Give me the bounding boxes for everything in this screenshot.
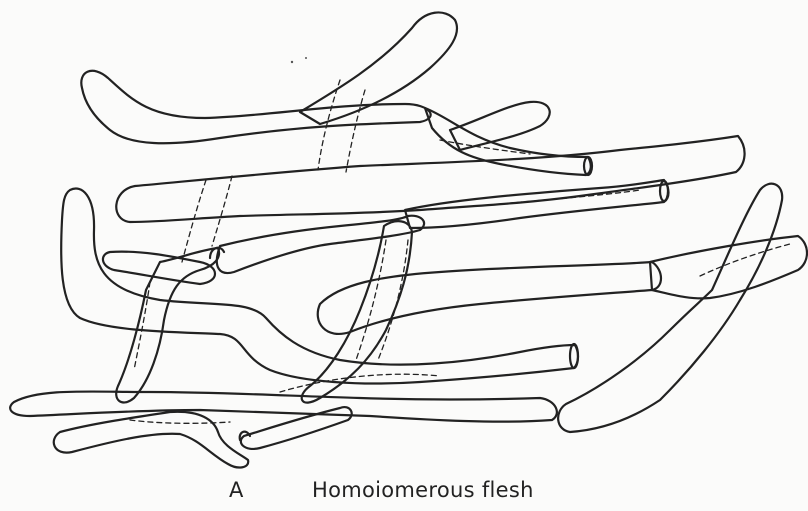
hypha-hidden-segment [346, 90, 365, 172]
hypha [650, 236, 807, 298]
hypha-cut-end [570, 344, 578, 368]
hyphae-illustration [0, 0, 808, 475]
hypha-hidden-segment [212, 176, 232, 246]
hypha [116, 248, 219, 402]
hypha-hidden-segment [356, 240, 386, 360]
hypha [318, 262, 661, 334]
hypha-hidden-segment [182, 180, 206, 262]
caption-text: Homoiomerous flesh [312, 478, 534, 502]
panel-label: A [229, 478, 243, 502]
ink-speck [291, 61, 293, 63]
hypha-hidden-segment [130, 420, 230, 423]
ink-speck [305, 57, 307, 59]
hypha [103, 252, 215, 284]
hypha [81, 71, 430, 143]
hypha [217, 216, 424, 273]
hypha [558, 184, 782, 432]
hypha [405, 180, 669, 228]
hypha [116, 136, 744, 222]
hypha [10, 391, 557, 421]
hypha [61, 189, 578, 384]
figure-caption: A Homoiomerous flesh [0, 478, 808, 508]
hypha [450, 102, 550, 150]
hypha [54, 412, 248, 468]
